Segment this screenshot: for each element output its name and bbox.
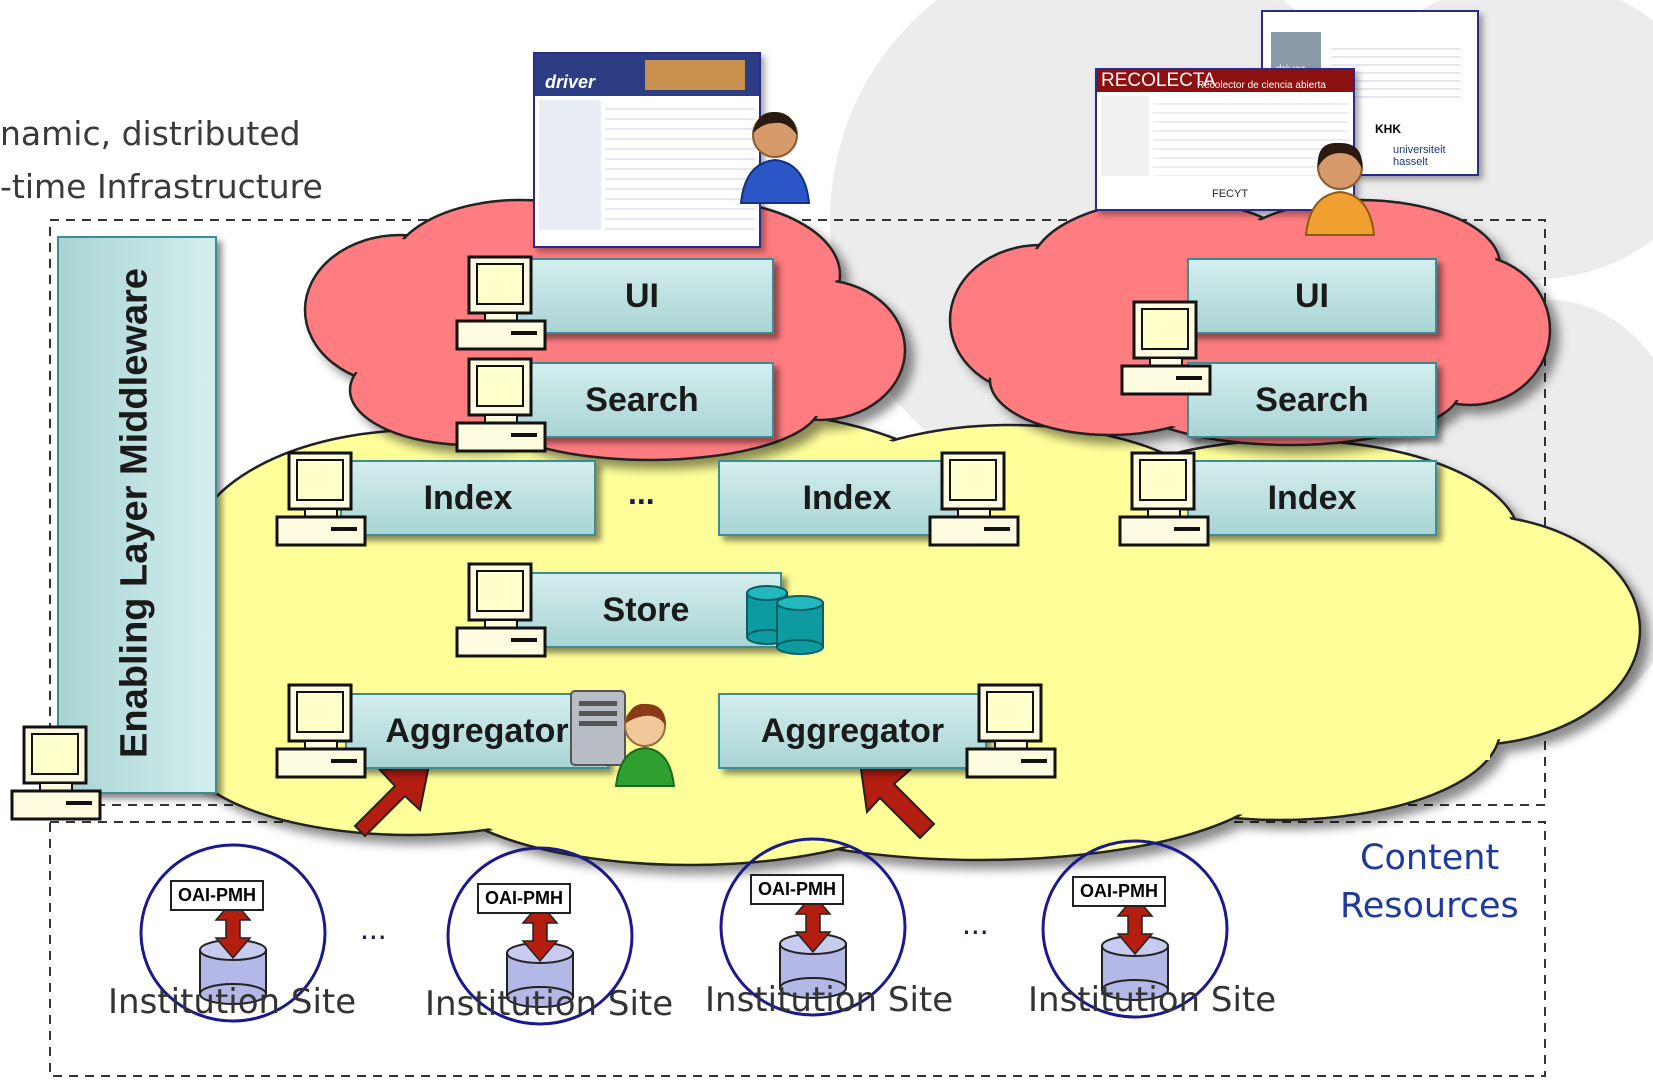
institution-site-circle — [1041, 839, 1229, 1019]
institution-site[interactable]: OAI-PMH — [138, 842, 328, 1024]
aggregator-service-box-2[interactable]: Aggregator — [718, 693, 987, 769]
harvest-arrow-left — [353, 758, 432, 838]
institution-site[interactable]: OAI-PMH — [718, 836, 908, 1018]
institution-site-circle — [139, 843, 327, 1023]
computer-icon — [965, 683, 1057, 779]
khk-logo: KHK — [1375, 122, 1401, 136]
computer-icon — [10, 725, 102, 821]
sync-arrow-icon — [214, 898, 252, 960]
recolecta-title: RECOLECTA — [1101, 70, 1216, 91]
computer-icon — [455, 562, 547, 658]
institution-site-circle — [446, 846, 634, 1026]
hasselt-logo: universiteit hasselt — [1393, 144, 1446, 168]
institution-site-label: Institution Site — [1028, 980, 1277, 1020]
ui-service-box-left[interactable]: UI — [510, 258, 774, 334]
middleware-label: Enabling Layer Middleware — [113, 268, 156, 758]
computer-icon — [275, 451, 367, 547]
computer-icon — [455, 357, 547, 453]
fecyt-logo: FECYT — [1212, 188, 1249, 200]
oai-pmh-label: OAI-PMH — [1072, 876, 1166, 907]
store-service-box[interactable]: Store — [510, 572, 782, 648]
sites-ellipsis-2: ... — [962, 905, 989, 941]
repository-database-icon — [506, 942, 574, 1008]
driver-portal-screenshot: driver — [533, 52, 761, 248]
oai-pmh-label: OAI-PMH — [750, 874, 844, 905]
oai-pmh-label: OAI-PMH — [477, 883, 571, 914]
search-service-box-right[interactable]: Search — [1187, 362, 1437, 438]
recolecta-portal-screenshot: RECOLECTA Recolector de ciencia abierta … — [1095, 68, 1355, 211]
computer-icon — [1118, 451, 1210, 547]
user-icon-portal-left — [739, 111, 811, 204]
index-ellipsis: ... — [628, 475, 655, 511]
search-service-box-left[interactable]: Search — [510, 362, 774, 438]
institution-site[interactable]: OAI-PMH — [1040, 838, 1230, 1020]
computer-icon — [1120, 300, 1212, 396]
enabling-layer-middleware[interactable] — [57, 236, 217, 794]
aggregator-service-box-1[interactable]: Aggregator — [345, 693, 609, 769]
institution-site-label: Institution Site — [425, 984, 674, 1024]
ui-service-box-right[interactable]: UI — [1187, 258, 1437, 334]
sync-arrow-icon — [1116, 894, 1154, 956]
content-resources-label-line2: Resources — [1340, 886, 1519, 926]
oai-pmh-label: OAI-PMH — [170, 880, 264, 911]
computer-icon — [275, 683, 367, 779]
institution-site-label: Institution Site — [705, 980, 954, 1020]
user-icon-admin — [614, 703, 676, 787]
driver-logo: driver — [545, 72, 596, 92]
sites-ellipsis-1: ... — [360, 910, 387, 946]
recolecta-subtitle: Recolector de ciencia abierta — [1197, 80, 1326, 91]
infrastructure-caption-line1: namic, distributed — [0, 114, 301, 153]
content-resources-frame — [49, 821, 1546, 1077]
computer-icon — [455, 255, 547, 351]
institution-site-circle — [719, 837, 907, 1017]
institution-site-label: Institution Site — [108, 982, 357, 1022]
institution-site[interactable]: OAI-PMH — [445, 845, 635, 1027]
user-icon-portal-right — [1304, 142, 1376, 236]
index-service-box-1[interactable]: Index — [340, 460, 596, 536]
computer-icon — [928, 451, 1020, 547]
sync-arrow-icon — [521, 901, 559, 963]
index-service-box-3[interactable]: Index — [1187, 460, 1437, 536]
index-service-box-2[interactable]: Index — [718, 460, 976, 536]
infrastructure-caption-line2: -time Infrastructure — [0, 167, 323, 206]
content-resources-label-line1: Content — [1360, 838, 1500, 878]
database-icon — [746, 585, 824, 655]
sync-arrow-icon — [794, 892, 832, 954]
